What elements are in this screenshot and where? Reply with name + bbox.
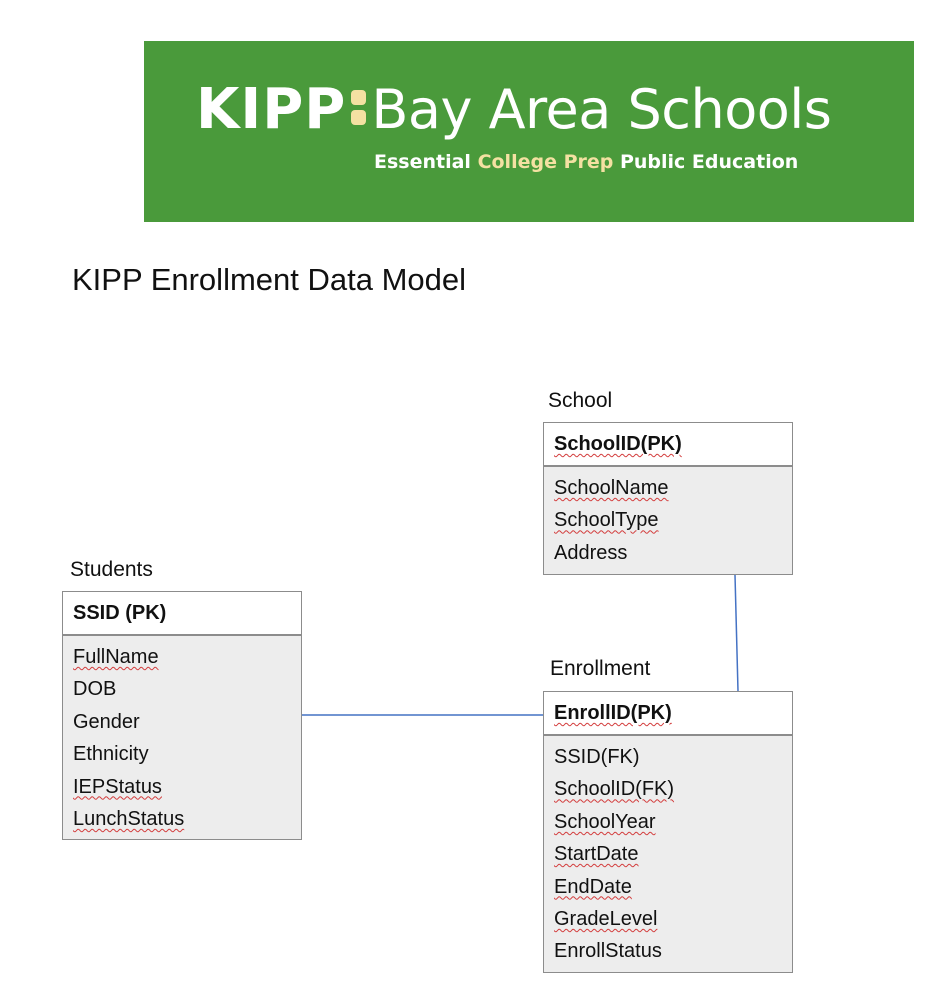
enrollment-entity-label: Enrollment (550, 657, 651, 680)
enrollment-field: EnrollStatus (554, 940, 662, 963)
enrollment-pk-header: EnrollID(PK) (544, 692, 792, 736)
logo-colon-icon (349, 78, 367, 128)
students-field: IEPStatus (73, 775, 162, 798)
banner-tagline: Essential College Prep Public Education (374, 151, 798, 173)
school-field: SchoolName (554, 477, 669, 499)
page-title: KIPP Enrollment Data Model (72, 262, 467, 297)
tagline-part-2: College Prep (477, 151, 614, 173)
kipp-banner: KIPP Bay Area Schools Essential College … (144, 41, 914, 222)
school-entity-label: School (548, 389, 613, 412)
enrollment-field: StartDate (554, 843, 639, 866)
enrollment-field-list: SSID(FK) SchoolID(FK) SchoolYear StartDa… (544, 736, 792, 972)
enrollment-table: EnrollID(PK) SSID(FK) SchoolID(FK) Schoo… (543, 691, 793, 973)
enrollment-field: GradeLevel (554, 907, 658, 930)
enrollment-field: SSID(FK) (554, 746, 640, 768)
enrollment-field: EndDate (554, 875, 632, 898)
students-field: Ethnicity (73, 743, 149, 766)
school-field-list: SchoolName SchoolType Address (544, 467, 792, 573)
school-field: SchoolType (554, 509, 659, 532)
kipp-logo: KIPP Bay Area Schools (196, 77, 832, 142)
logo-kipp-text: KIPP (196, 77, 347, 142)
students-field: DOB (73, 678, 117, 701)
tagline-part-3: Public Education (613, 151, 799, 173)
students-pk-header: SSID (PK) (63, 592, 301, 636)
students-pk-label: SSID (PK) (73, 602, 167, 624)
school-enrollment-line (734, 574, 739, 692)
students-field: LunchStatus (73, 807, 185, 830)
school-pk-header: SchoolID(PK) (544, 423, 792, 467)
school-table: SchoolID(PK) SchoolName SchoolType Addre… (543, 422, 793, 575)
students-table: SSID (PK) FullName DOB Gender Ethnicity … (62, 591, 302, 840)
enrollment-pk-label: EnrollID(PK) (554, 702, 672, 724)
students-field: Gender (73, 710, 140, 733)
students-field: FullName (73, 646, 159, 668)
school-field: Address (554, 541, 628, 564)
enrollment-field: SchoolID(FK) (554, 778, 675, 801)
school-pk-label: SchoolID(PK) (554, 433, 682, 455)
tagline-part-1: Essential (374, 151, 478, 173)
students-field-list: FullName DOB Gender Ethnicity IEPStatus … (63, 636, 301, 839)
logo-bay-area-text: Bay Area Schools (371, 78, 832, 141)
students-entity-label: Students (70, 558, 153, 581)
enrollment-field: SchoolYear (554, 810, 656, 833)
